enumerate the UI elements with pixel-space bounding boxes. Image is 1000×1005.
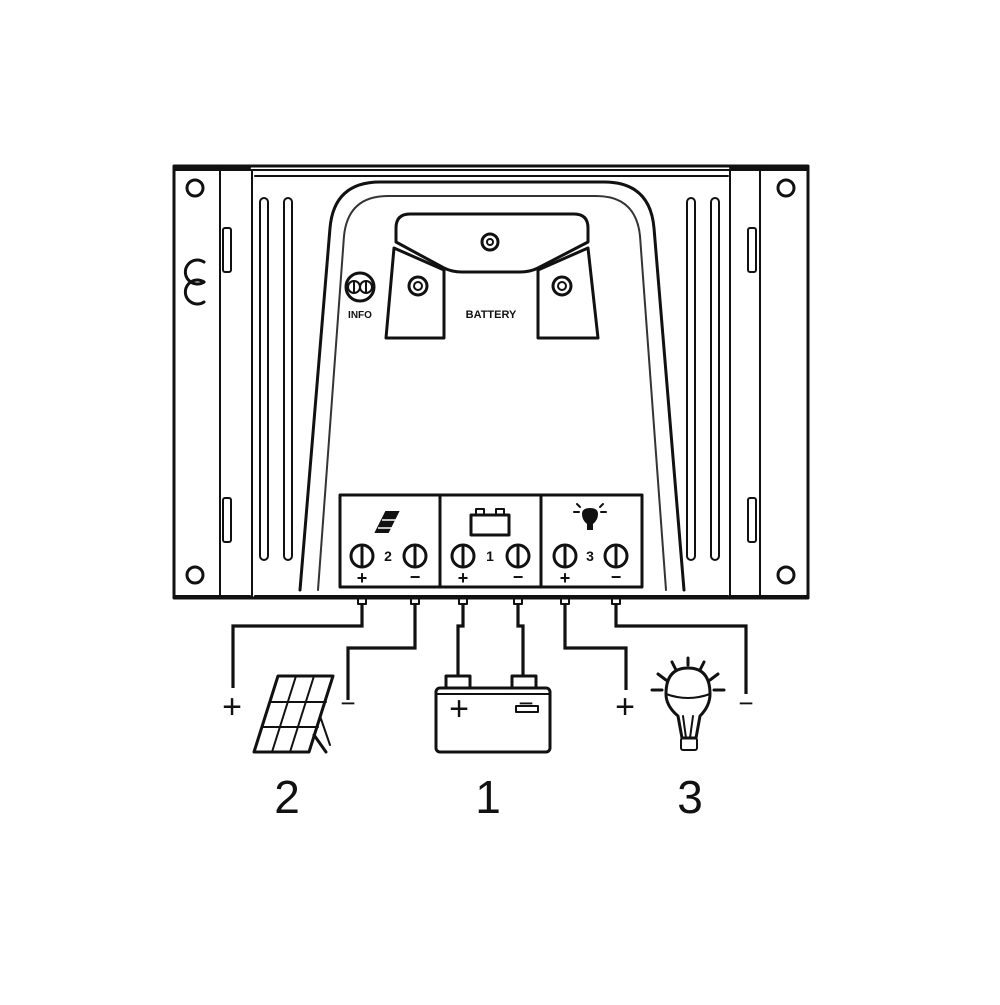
solar-plus-wire bbox=[231, 604, 364, 688]
terminal-plus-label: + bbox=[357, 568, 368, 588]
clip-slot bbox=[222, 227, 232, 273]
terminal-screw-plus[interactable] bbox=[552, 543, 578, 569]
terminal-minus-label: − bbox=[611, 567, 622, 587]
terminal-number: 3 bbox=[586, 548, 594, 564]
solar-panel bbox=[252, 674, 335, 754]
component-minus-label: − bbox=[340, 688, 355, 718]
light-bulb-icon bbox=[573, 503, 607, 530]
charge-controller: CE INFO BATTERY bbox=[172, 164, 810, 600]
battery bbox=[434, 674, 552, 754]
component-plus-label: + bbox=[222, 688, 242, 726]
light-bulb bbox=[650, 656, 726, 751]
terminal-screw-minus[interactable] bbox=[402, 543, 428, 569]
terminal-minus-label: − bbox=[513, 567, 524, 587]
terminal-screw-minus[interactable] bbox=[505, 543, 531, 569]
terminal-minus-label: − bbox=[410, 567, 421, 587]
vent-slots-left bbox=[259, 197, 293, 561]
terminal-screw-plus[interactable] bbox=[450, 543, 476, 569]
terminal-plus-label: + bbox=[560, 568, 571, 588]
mounting-hole-icon bbox=[776, 565, 796, 585]
right-mounting-flange bbox=[759, 167, 809, 597]
terminal-number: 2 bbox=[384, 548, 392, 564]
clip-slot bbox=[747, 497, 757, 543]
left-mounting-flange bbox=[173, 167, 221, 597]
mounting-hole-icon bbox=[185, 565, 205, 585]
front-cover bbox=[298, 180, 686, 592]
battery-label: BATTERY bbox=[466, 309, 517, 321]
battery-indicator bbox=[384, 212, 600, 340]
info-button[interactable] bbox=[344, 271, 376, 303]
terminal-screw-minus[interactable] bbox=[603, 543, 629, 569]
solar-minus-wire bbox=[346, 604, 417, 700]
mounting-hole-icon bbox=[776, 178, 796, 198]
ce-mark-logo: CE bbox=[183, 258, 206, 306]
wiring bbox=[231, 595, 748, 700]
load-plus-wire bbox=[563, 604, 628, 690]
indicator-led-icon bbox=[407, 275, 429, 297]
component-minus-label: − bbox=[518, 688, 533, 718]
terminal-screw-plus[interactable] bbox=[349, 543, 375, 569]
component-number-label: 1 bbox=[475, 771, 501, 823]
component-minus-label: − bbox=[738, 688, 753, 718]
clip-slot bbox=[747, 227, 757, 273]
indicator-led-icon bbox=[551, 275, 573, 297]
component-number-label: 2 bbox=[274, 771, 300, 823]
terminal-plus-label: + bbox=[458, 568, 469, 588]
indicator-led-icon bbox=[480, 232, 500, 252]
component-number-label: 3 bbox=[677, 771, 703, 823]
battery-minus-wire bbox=[516, 604, 525, 676]
mounting-hole-icon bbox=[185, 178, 205, 198]
battery-plus-wire bbox=[456, 604, 465, 676]
clip-slot bbox=[222, 497, 232, 543]
terminal-number: 1 bbox=[486, 548, 494, 564]
controller-housing bbox=[172, 164, 810, 600]
component-plus-label: + bbox=[449, 690, 469, 728]
load-minus-wire bbox=[614, 604, 748, 694]
component-plus-label: + bbox=[615, 688, 635, 726]
terminal-block bbox=[338, 493, 644, 589]
battery-icon bbox=[469, 508, 511, 537]
vent-slots-right bbox=[686, 197, 720, 561]
solar-panel-icon bbox=[374, 511, 400, 533]
info-label: INFO bbox=[348, 310, 372, 321]
